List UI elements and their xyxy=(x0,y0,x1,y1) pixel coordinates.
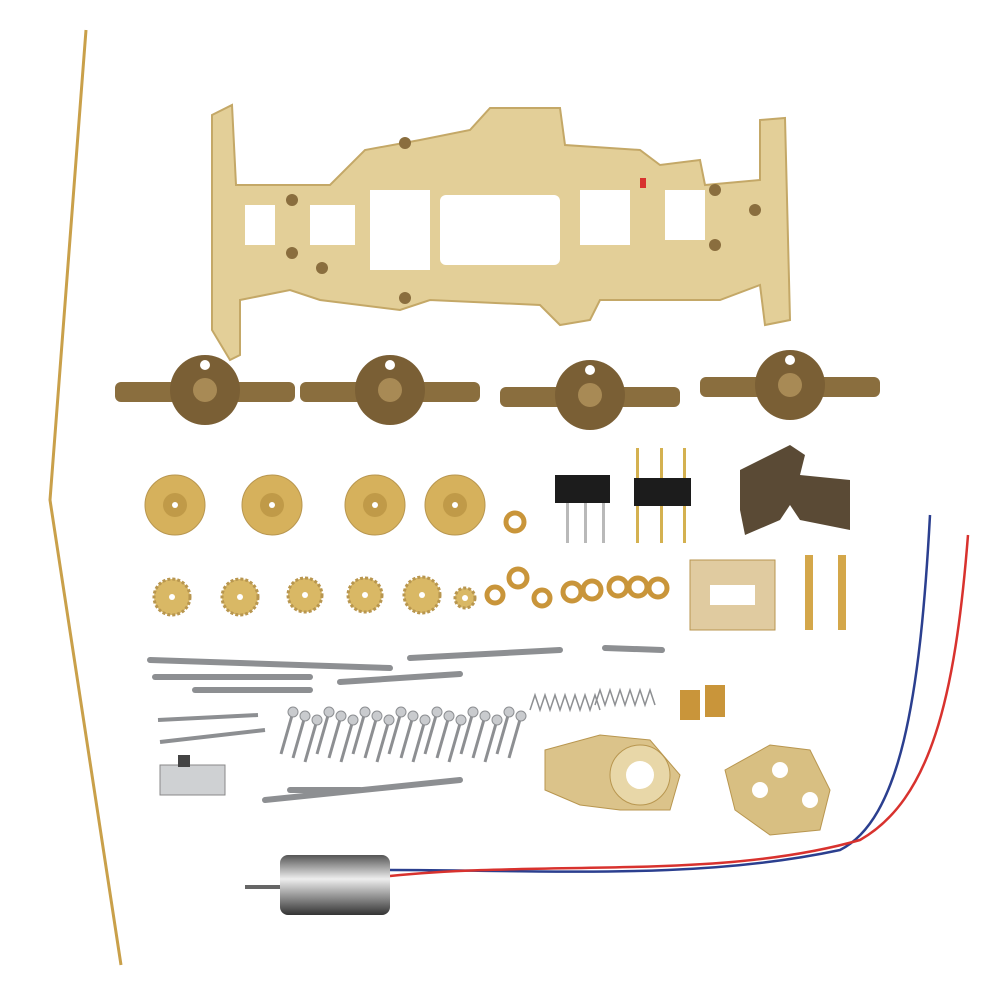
small-screw xyxy=(351,706,371,755)
wire-blue xyxy=(389,514,932,873)
steering-bracket xyxy=(740,445,850,535)
gearbox-half-left xyxy=(544,734,681,811)
steel-shaft xyxy=(602,645,665,653)
spur-gear xyxy=(346,576,384,614)
axle-housing xyxy=(700,350,880,420)
small-screw xyxy=(363,710,383,759)
brass-bushing xyxy=(531,587,553,609)
small-screw xyxy=(399,710,419,759)
steel-shaft xyxy=(337,671,463,685)
gearbox-half-right xyxy=(724,744,831,836)
wire-red xyxy=(389,534,970,878)
small-screw xyxy=(291,710,311,759)
coil-springs xyxy=(529,687,656,713)
small-screw xyxy=(435,710,455,759)
brass-kingpin xyxy=(838,555,846,630)
brass-kingpin xyxy=(805,555,813,630)
spur-gear xyxy=(220,577,260,617)
axle-housing xyxy=(115,355,295,425)
small-screw xyxy=(459,706,479,755)
brass-wheel xyxy=(424,474,486,536)
brass-worm-gears xyxy=(680,685,725,720)
long-screw xyxy=(159,728,266,744)
small-screw xyxy=(387,706,407,755)
brass-wheel xyxy=(241,474,303,536)
small-screw xyxy=(327,710,347,759)
steel-shaft xyxy=(147,657,393,671)
small-screw xyxy=(495,706,515,755)
brass-wire-rod xyxy=(48,29,123,966)
brass-chassis-frame xyxy=(211,103,792,362)
spur-gear xyxy=(402,575,442,615)
small-screw xyxy=(483,714,503,763)
small-screw xyxy=(411,714,431,763)
brass-mount-bracket xyxy=(689,559,776,631)
slide-switch xyxy=(159,755,226,796)
steel-shaft xyxy=(407,647,563,661)
pin-header-left xyxy=(555,475,610,543)
small-screw xyxy=(471,710,491,759)
long-screw xyxy=(157,713,259,722)
small-screw xyxy=(315,706,335,755)
brass-bushing xyxy=(506,566,530,590)
small-screw xyxy=(447,714,467,763)
brass-bushing xyxy=(484,584,506,606)
small-screw xyxy=(303,714,323,763)
small-screw xyxy=(375,714,395,763)
brass-bushing xyxy=(503,510,527,534)
spur-gear xyxy=(453,586,477,610)
brass-wheel xyxy=(344,474,406,536)
small-screw xyxy=(339,714,359,763)
small-screw xyxy=(279,706,299,755)
spur-gear xyxy=(286,576,324,614)
brass-wheel xyxy=(144,474,206,536)
brass-bushing xyxy=(646,576,670,600)
small-screw xyxy=(507,710,527,759)
axle-housing xyxy=(300,355,480,425)
brass-bushing xyxy=(580,578,604,602)
small-screw xyxy=(423,706,443,755)
pin-header-right xyxy=(634,448,691,543)
spur-gear xyxy=(152,577,192,617)
axle-housing xyxy=(500,360,680,430)
dc-motor xyxy=(245,855,390,915)
